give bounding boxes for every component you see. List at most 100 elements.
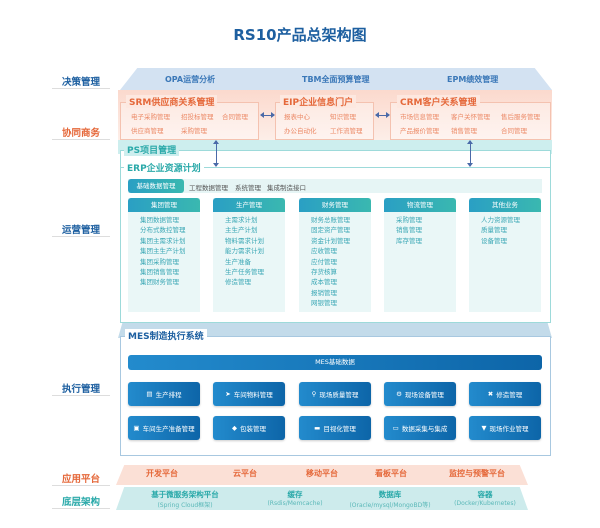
base-arch-item: 容器(Docker/Kubernetes) [440, 489, 530, 507]
divider [120, 167, 551, 168]
mes-module-button[interactable]: ➤车间物料管理 [213, 382, 285, 406]
app-platform-item: 看板平台 [375, 469, 407, 478]
erp-column-item[interactable]: 网银管理 [311, 299, 337, 308]
eip-item: 办公自动化 [284, 127, 317, 135]
erp-column-item[interactable]: 集团数据管理 [140, 216, 179, 224]
decision-band [120, 68, 552, 90]
vertical-arrow-icon [213, 140, 219, 167]
erp-column: 财务管理财务总账管理固定资产管理资金计划管理应收管理应付管理存货核算成本管理报销… [299, 198, 371, 312]
eip-item: 工作流管理 [330, 127, 363, 135]
erp-column-item[interactable]: 集团主生产计划 [140, 247, 186, 256]
erp-column-item[interactable]: 分布式数控管理 [140, 226, 186, 235]
erp-column-item[interactable]: 资金计划管理 [311, 236, 350, 245]
erp-column-item[interactable]: 固定资产管理 [311, 226, 350, 235]
erp-column-item[interactable]: 集团主需求计划 [140, 236, 186, 245]
double-arrow-icon [260, 112, 275, 118]
crm-item: 合同管理 [501, 127, 527, 135]
app-platform-item: 云平台 [233, 469, 257, 478]
base-arch-detail: (Spring Cloud框架) [157, 502, 213, 509]
erp-column-item[interactable]: 报销管理 [311, 288, 337, 297]
crm-item: 产品报价管理 [400, 127, 439, 135]
base-arch-item: 基于微服务架构平台 (Spring Cloud框架) [145, 489, 225, 509]
erp-column-item[interactable]: 集团采购管理 [140, 257, 179, 266]
app-platform-item: 移动平台 [306, 469, 338, 478]
mes-module-button[interactable]: ⚲现场质量管理 [299, 382, 371, 406]
mes-module-button[interactable]: ▤生产排程 [128, 382, 200, 406]
data-screen-icon: ▭ [392, 424, 399, 432]
erp-column-header[interactable]: 生产管理 [213, 198, 285, 212]
erp-column-header[interactable]: 物流管理 [384, 198, 456, 212]
erp-column-item[interactable]: 生产准备 [225, 257, 251, 266]
app-platform-item: 开发平台 [146, 469, 178, 478]
ps-title: PS项目管理 [124, 143, 180, 156]
crm-item: 售后服务管理 [501, 113, 540, 121]
mes-module-label: 车间物料管理 [233, 391, 273, 399]
erp-column-item[interactable]: 主需求计划 [225, 216, 258, 224]
layer-label-exec: 执行管理 [61, 384, 100, 395]
erp-column-item[interactable]: 集团财务管理 [140, 278, 179, 287]
erp-column-item[interactable]: 库存管理 [396, 236, 422, 245]
erp-column-item[interactable]: 设备管理 [481, 236, 507, 245]
base-arch-name: 基于微服务架构平台 [151, 490, 219, 499]
eip-item: 报表中心 [284, 113, 310, 121]
mes-module-label: 包装管理 [240, 425, 266, 433]
divider [52, 485, 110, 486]
mes-module-button[interactable]: ▣车间生产准备管理 [128, 416, 200, 440]
tools-icon: ✖ [487, 390, 494, 398]
erp-column-item[interactable]: 质量管理 [481, 226, 507, 235]
mes-module-button[interactable]: ◆包装管理 [213, 416, 285, 440]
erp-column-item[interactable]: 能力需求计划 [225, 247, 264, 256]
erp-column-item[interactable]: 销售管理 [396, 226, 422, 235]
erp-column-item[interactable]: 人力资源管理 [481, 216, 520, 224]
mes-module-label: 修造管理 [496, 391, 523, 399]
crm-item: 客户关怀管理 [451, 113, 490, 121]
mes-module-label: 车间生产准备管理 [142, 425, 195, 433]
mes-module-button[interactable]: ✖修造管理 [469, 382, 541, 406]
base-arch-detail: (Docker/Kubernetes) [454, 500, 516, 507]
erp-column-header[interactable]: 财务管理 [299, 198, 371, 212]
worker-clipboard-icon: ▣ [133, 424, 140, 432]
srm-item: 电子采购管理 [131, 113, 170, 121]
erp-column-item[interactable]: 存货核算 [311, 268, 337, 277]
mes-module-label: 现场质量管理 [319, 391, 359, 399]
mes-module-label: 现场设备管理 [404, 391, 444, 399]
erp-column-item[interactable]: 集团销售管理 [140, 268, 179, 277]
page-title: RS10产品总架构图 [233, 26, 367, 44]
erp-column: 物流管理采购管理销售管理库存管理 [384, 198, 456, 312]
crm-box: CRM客户关系管理 市场信息管理 客户关怀管理 售后服务管理 产品报价管理 销售… [390, 95, 551, 140]
calendar-icon: ▤ [146, 390, 153, 398]
drill-icon: ▼ [481, 424, 487, 432]
inspector-icon: ⚲ [311, 390, 317, 398]
erp-column-header[interactable]: 集团管理 [128, 198, 200, 212]
mes-module-button[interactable]: ▬目视化管理 [299, 416, 371, 440]
erp-tab-basic-data[interactable]: 基础数据管理 [128, 179, 184, 193]
srm-item: 合同管理 [222, 113, 248, 121]
erp-column-item[interactable]: 应收管理 [311, 247, 337, 256]
erp-column-item[interactable]: 成本管理 [311, 278, 337, 287]
crm-item: 市场信息管理 [400, 113, 439, 121]
mes-band [118, 323, 552, 338]
erp-tab-integration[interactable]: 集成制造接口 [267, 184, 306, 192]
layer-label-base: 底层架构 [61, 497, 100, 508]
erp-column-item[interactable]: 财务总账管理 [311, 216, 350, 224]
mes-module-button[interactable]: ▼现场作业管理 [469, 416, 541, 440]
mes-module-button[interactable]: ▭数据采集与集成 [384, 416, 456, 440]
robot-arm-icon: ⚙ [396, 390, 402, 398]
base-arch-detail: (Rsdis/Memcache) [267, 500, 323, 507]
double-arrow-icon [375, 112, 390, 118]
decision-epm: EPM绩效管理 [447, 75, 499, 84]
monitor-icon: ▬ [314, 424, 321, 432]
erp-column-item[interactable]: 修造管理 [225, 278, 251, 287]
erp-tab-engineering[interactable]: 工程数据管理 [189, 184, 228, 192]
erp-tab-system[interactable]: 系统管理 [235, 184, 261, 192]
erp-column-item[interactable]: 生产任务管理 [225, 268, 264, 277]
erp-column-item[interactable]: 物料需求计划 [225, 236, 264, 245]
erp-column-item[interactable]: 应付管理 [311, 257, 337, 266]
erp-column-header[interactable]: 其他业务 [469, 198, 541, 212]
erp-column-item[interactable]: 采购管理 [396, 216, 422, 224]
divider [52, 508, 110, 509]
base-arch-name: 数据库 [378, 490, 402, 499]
mes-module-button[interactable]: ⚙现场设备管理 [384, 382, 456, 406]
erp-column-item[interactable]: 主生产计划 [225, 226, 258, 235]
mes-base-data-bar[interactable]: MES基础数据 [128, 355, 542, 370]
